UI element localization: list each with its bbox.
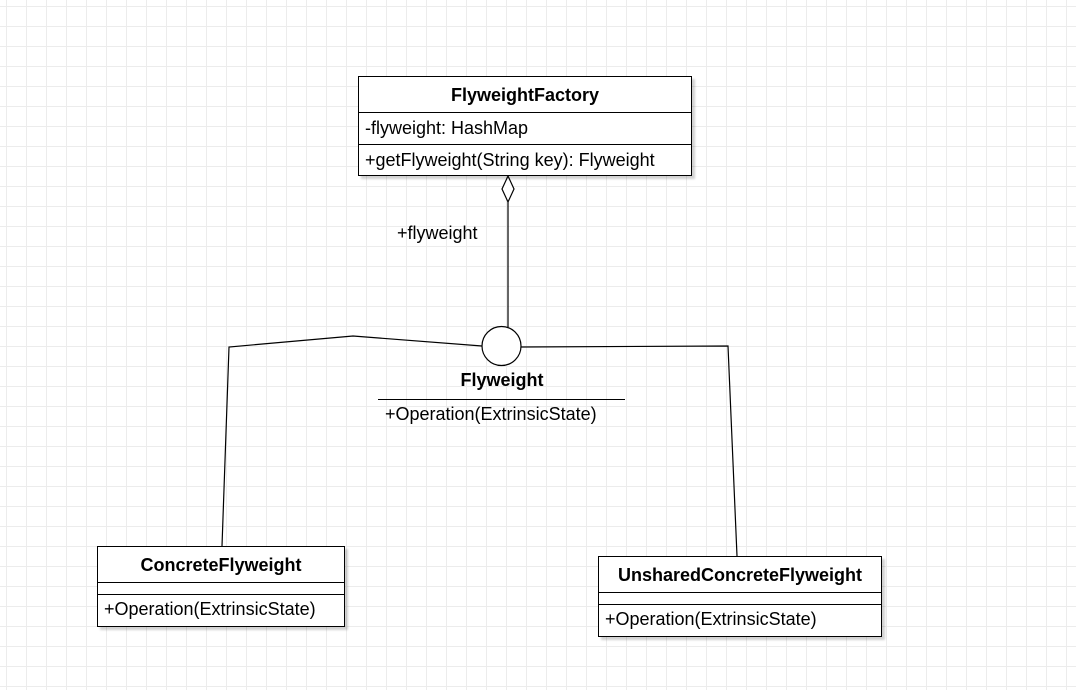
unshared-concrete-flyweight-class[interactable]: UnsharedConcreteFlyweight +Operation(Ext… bbox=[598, 556, 882, 637]
class-title: FlyweightFactory bbox=[359, 77, 691, 113]
class-attribute: -flyweight: HashMap bbox=[359, 113, 691, 145]
flyweight-factory-class[interactable]: FlyweightFactory -flyweight: HashMap +ge… bbox=[358, 76, 692, 176]
interface-lollipop[interactable] bbox=[481, 325, 522, 367]
aggregation-diamond bbox=[501, 174, 515, 204]
association-label: +flyweight bbox=[397, 223, 478, 243]
class-attributes-empty bbox=[599, 593, 881, 605]
class-method: +getFlyweight(String key): Flyweight bbox=[365, 150, 655, 170]
interface-name: Flyweight bbox=[460, 370, 544, 390]
concrete-flyweight-class[interactable]: ConcreteFlyweight +Operation(ExtrinsicSt… bbox=[97, 546, 345, 627]
class-attributes-empty bbox=[98, 583, 344, 595]
class-title: UnsharedConcreteFlyweight bbox=[599, 557, 881, 593]
interface-operation: +Operation(ExtrinsicState) bbox=[385, 404, 597, 424]
class-method: +Operation(ExtrinsicState) bbox=[104, 599, 316, 619]
interface-divider bbox=[378, 399, 625, 400]
realization-line-unshared[interactable] bbox=[520, 345, 738, 557]
class-method: +Operation(ExtrinsicState) bbox=[605, 609, 817, 629]
realization-line-concrete[interactable] bbox=[221, 335, 483, 547]
class-title: ConcreteFlyweight bbox=[98, 547, 344, 583]
